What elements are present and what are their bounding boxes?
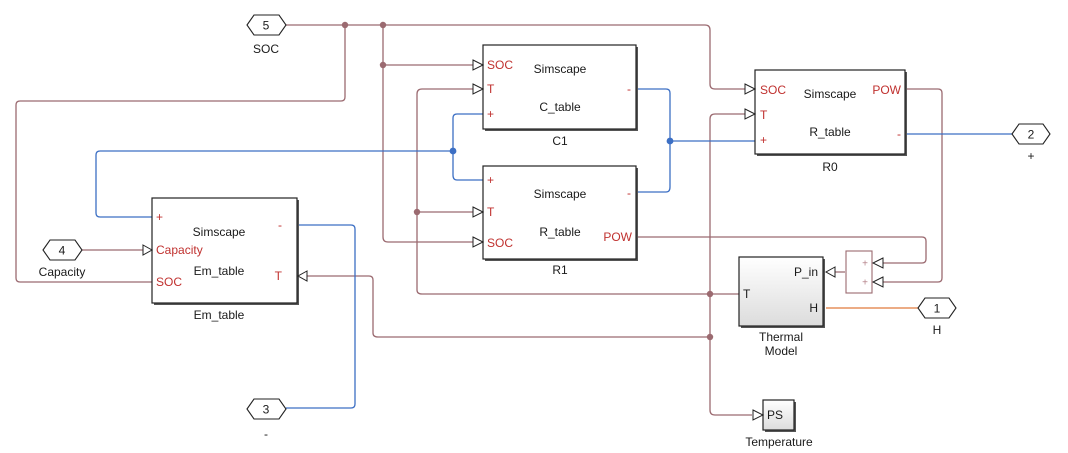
port-label-minus: - xyxy=(278,218,282,232)
input-arrow-icon xyxy=(752,409,765,421)
junction-dot xyxy=(666,137,674,145)
input-arrow-icon xyxy=(871,276,884,288)
signal-wires xyxy=(15,24,943,416)
junction-dot xyxy=(341,21,349,29)
port-label: Capacity xyxy=(39,265,86,279)
block-ps-temperature[interactable]: PS Temperature xyxy=(745,399,813,449)
input-arrow-icon xyxy=(296,270,308,282)
block-name: Em_table xyxy=(194,308,245,322)
input-arrow-icon xyxy=(744,83,757,95)
block-name: C1 xyxy=(552,134,568,148)
input-arrow-icon xyxy=(472,206,485,218)
wire-r1-pow-to-sum[interactable] xyxy=(637,236,927,264)
port-label-plus: + xyxy=(487,173,494,187)
port-1-h[interactable]: 1 H xyxy=(917,297,957,337)
sum-sign: + xyxy=(862,259,868,270)
block-title: Simscape xyxy=(534,62,587,76)
block-name-line1: Thermal xyxy=(759,330,803,344)
port-2-plus[interactable]: 2 + xyxy=(1011,123,1051,163)
port-label-plus: + xyxy=(487,107,494,121)
wire-t-to-r0[interactable] xyxy=(709,113,752,416)
block-subtitle: R_table xyxy=(539,225,581,239)
port-number: 4 xyxy=(59,244,66,258)
input-arrow-icon xyxy=(142,244,154,256)
block-c1[interactable]: SOC T + - Simscape C_table C1 xyxy=(472,44,638,148)
junction-dot xyxy=(379,61,387,69)
block-label: PS xyxy=(767,408,783,422)
port-label-t: T xyxy=(275,269,283,283)
port-label: SOC xyxy=(253,42,279,56)
port-label-soc: SOC xyxy=(156,275,182,289)
wire-em-plus-bus[interactable] xyxy=(95,150,453,218)
wire-bus-to-c1-plus[interactable] xyxy=(452,113,483,181)
wire-soc-bus[interactable] xyxy=(286,24,745,90)
block-title: Simscape xyxy=(534,187,587,201)
wire-r0-pow-to-sum[interactable] xyxy=(883,88,943,283)
input-arrow-icon xyxy=(824,266,836,278)
block-title: Simscape xyxy=(804,87,857,101)
junction-dot xyxy=(706,290,714,298)
input-arrow-icon xyxy=(472,83,485,95)
wire-t-to-em[interactable] xyxy=(298,275,710,338)
block-r0[interactable]: SOC T + POW - Simscape R_table R0 xyxy=(744,69,907,174)
block-em-table[interactable]: + Capacity SOC - T Simscape Em_table Em_… xyxy=(142,197,308,322)
port-4-capacity[interactable]: 4 Capacity xyxy=(39,239,86,279)
junctions xyxy=(341,21,714,341)
block-name: R1 xyxy=(552,263,568,277)
block-name: R0 xyxy=(822,160,838,174)
block-subtitle: Em_table xyxy=(194,264,245,278)
port-label-soc: SOC xyxy=(487,236,513,250)
port-label-plus: + xyxy=(156,210,163,224)
port-5-soc[interactable]: 5 SOC xyxy=(246,14,287,56)
input-arrow-icon xyxy=(472,236,485,248)
port-label-t: T xyxy=(743,287,751,301)
block-thermal-model[interactable]: T P_in H Thermal Model xyxy=(738,256,836,358)
input-arrow-icon xyxy=(871,257,884,269)
port-3-minus[interactable]: 3 - xyxy=(246,398,287,441)
physical-wires xyxy=(95,88,1012,409)
port-label-minus: - xyxy=(897,127,901,141)
block-subtitle: R_table xyxy=(809,125,851,139)
port-label-minus: - xyxy=(627,186,631,200)
sum-sign: + xyxy=(862,278,868,289)
input-arrow-icon xyxy=(744,108,757,120)
port-number: 1 xyxy=(934,302,941,316)
wire-soc-to-em[interactable] xyxy=(15,25,346,283)
wire-em-minus-to-port3[interactable] xyxy=(286,224,356,409)
port-label-t: T xyxy=(760,108,768,122)
port-label-soc: SOC xyxy=(760,83,786,97)
junction-dot xyxy=(413,208,421,216)
port-label: + xyxy=(1027,149,1034,163)
wire-t-to-c1-r1[interactable] xyxy=(416,88,739,295)
port-label: - xyxy=(264,427,268,441)
block-sum[interactable]: + + xyxy=(845,250,884,294)
port-label-minus: - xyxy=(627,82,631,96)
block-r1[interactable]: + T SOC - POW Simscape R_table R1 xyxy=(472,165,638,277)
port-label-capacity: Capacity xyxy=(156,243,203,257)
port-label-pow: POW xyxy=(603,230,632,244)
port-number: 5 xyxy=(263,19,270,33)
port-label-h: H xyxy=(809,301,818,315)
block-name: Temperature xyxy=(745,435,813,449)
junction-dot xyxy=(449,147,457,155)
port-label-soc: SOC xyxy=(487,58,513,72)
port-number: 3 xyxy=(263,403,270,417)
block-subtitle: C_table xyxy=(539,100,581,114)
port-number: 2 xyxy=(1028,128,1035,142)
block-name-line2: Model xyxy=(765,344,798,358)
port-label-p-in: P_in xyxy=(794,265,818,279)
port-label: H xyxy=(933,323,942,337)
wire-soc-to-c1-r1[interactable] xyxy=(382,25,473,243)
junction-dot xyxy=(379,21,387,29)
port-label-plus: + xyxy=(760,133,767,147)
block-title: Simscape xyxy=(193,225,246,239)
port-label-t: T xyxy=(487,82,495,96)
wire-c1-minus[interactable] xyxy=(637,88,671,193)
junction-dot xyxy=(706,333,714,341)
port-label-pow: POW xyxy=(872,83,901,97)
port-label-t: T xyxy=(487,205,495,219)
input-arrow-icon xyxy=(472,59,485,71)
